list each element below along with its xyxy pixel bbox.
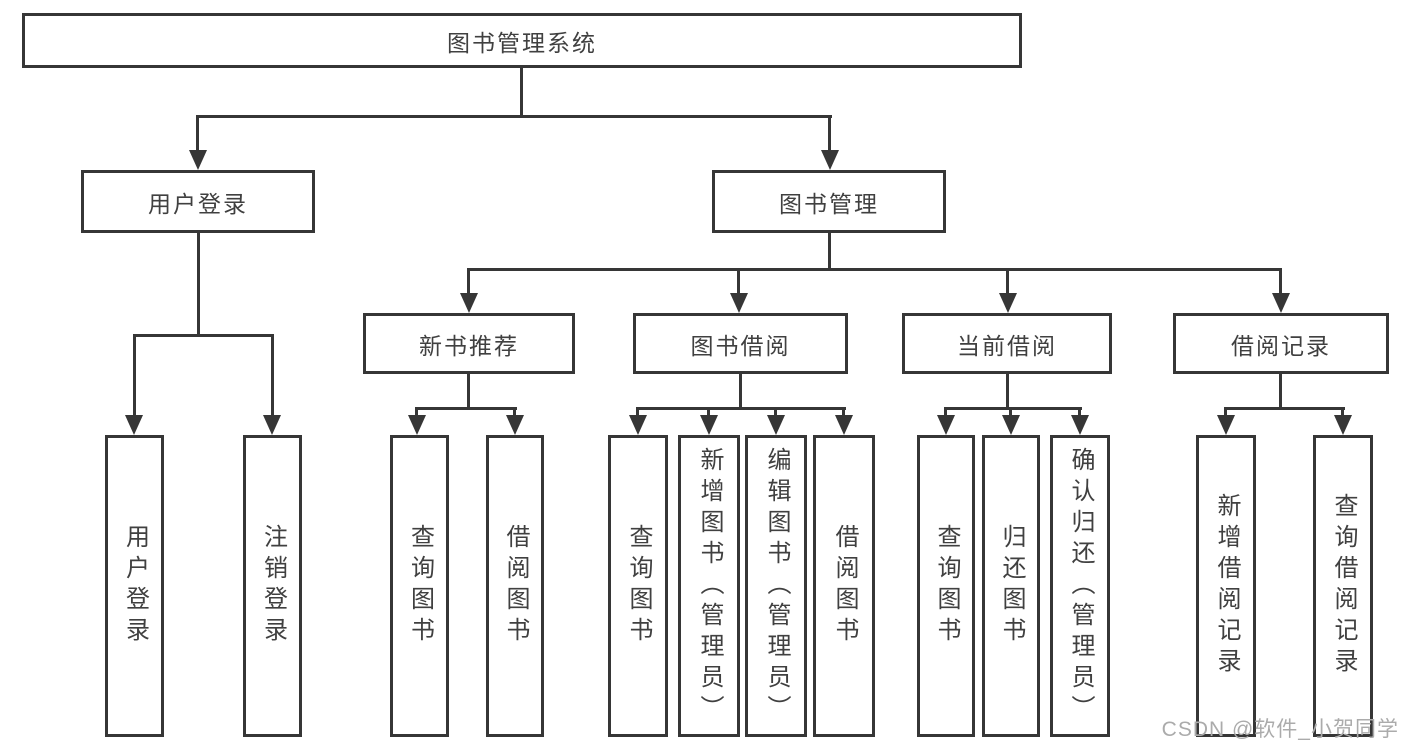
- connector: [520, 68, 523, 118]
- connector: [271, 334, 274, 417]
- connector: [774, 407, 777, 418]
- node-label: 当前借阅: [957, 332, 1057, 359]
- node-bb-edit-book-admin: 编辑图书（管理员）: [745, 435, 807, 737]
- connector: [1006, 374, 1009, 410]
- connector: [737, 268, 740, 295]
- node-label: 查询借阅记录: [1330, 493, 1357, 679]
- arrowhead: [821, 150, 839, 170]
- node-bb-borrow-book: 借阅图书: [813, 435, 875, 737]
- connector: [1224, 407, 1345, 410]
- node-label: 图书管理系统: [447, 29, 597, 56]
- arrowhead: [125, 415, 143, 435]
- node-label: 归还图书: [998, 524, 1025, 648]
- node-label: 图书管理: [779, 190, 879, 217]
- connector: [1341, 407, 1344, 418]
- node-label: 新增图书（管理员）: [696, 446, 723, 726]
- node-label: 新增借阅记录: [1213, 493, 1240, 679]
- node-root-system: 图书管理系统: [22, 13, 1022, 68]
- node-nbr-query-book: 查询图书: [390, 435, 449, 737]
- node-book-borrow: 图书借阅: [633, 313, 848, 374]
- node-label: 查询图书: [625, 524, 652, 648]
- node-label: 注销登录: [259, 524, 287, 648]
- arrowhead: [1334, 415, 1352, 435]
- node-book-management: 图书管理: [712, 170, 946, 233]
- node-user-login-group: 用户登录: [81, 170, 315, 233]
- node-bb-query-book: 查询图书: [608, 435, 668, 737]
- arrowhead: [629, 415, 647, 435]
- arrowhead: [1071, 415, 1089, 435]
- connector: [1279, 268, 1282, 295]
- node-new-book-recommend: 新书推荐: [363, 313, 575, 374]
- arrowhead: [767, 415, 785, 435]
- node-label: 用户登录: [121, 524, 149, 648]
- connector: [842, 407, 845, 418]
- node-label: 用户登录: [148, 190, 248, 217]
- connector: [944, 407, 947, 418]
- connector: [467, 268, 1282, 271]
- node-label: 编辑图书（管理员）: [763, 446, 790, 726]
- arrowhead: [999, 293, 1017, 313]
- arrowhead: [460, 293, 478, 313]
- node-logout: 注销登录: [243, 435, 302, 737]
- connector: [636, 407, 639, 418]
- csdn-watermark: CSDN @软件_小贺同学: [1161, 718, 1399, 741]
- connector: [197, 233, 200, 337]
- node-cb-return-book: 归还图书: [982, 435, 1040, 737]
- connector: [828, 115, 831, 152]
- connector: [1279, 374, 1282, 410]
- connector: [944, 407, 1082, 410]
- node-current-borrow: 当前借阅: [902, 313, 1112, 374]
- node-br-add-record: 新增借阅记录: [1196, 435, 1256, 737]
- arrowhead: [506, 415, 524, 435]
- node-label: 确认归还（管理员）: [1067, 446, 1094, 726]
- connector: [1009, 407, 1012, 418]
- connector: [739, 374, 742, 410]
- node-label: 查询图书: [406, 524, 434, 648]
- arrowhead: [263, 415, 281, 435]
- node-br-query-record: 查询借阅记录: [1313, 435, 1373, 737]
- connector: [513, 407, 516, 418]
- connector: [467, 268, 470, 295]
- arrowhead: [700, 415, 718, 435]
- node-label: 借阅记录: [1231, 332, 1331, 359]
- node-bb-add-book-admin: 新增图书（管理员）: [678, 435, 740, 737]
- arrowhead: [1272, 293, 1290, 313]
- node-user-login: 用户登录: [105, 435, 164, 737]
- arrowhead: [189, 150, 207, 170]
- connector: [1224, 407, 1227, 418]
- node-label: 新书推荐: [419, 332, 519, 359]
- arrowhead: [1217, 415, 1235, 435]
- node-cb-confirm-return-admin: 确认归还（管理员）: [1050, 435, 1110, 737]
- connector: [1078, 407, 1081, 418]
- connector: [415, 407, 517, 410]
- arrowhead: [835, 415, 853, 435]
- connector: [636, 407, 846, 410]
- arrowhead: [408, 415, 426, 435]
- arrowhead: [730, 293, 748, 313]
- node-label: 图书借阅: [690, 332, 791, 359]
- node-borrow-records: 借阅记录: [1173, 313, 1389, 374]
- connector: [133, 334, 136, 417]
- node-nbr-borrow-book: 借阅图书: [486, 435, 544, 737]
- arrowhead: [937, 415, 955, 435]
- connector: [467, 374, 470, 410]
- connector: [828, 233, 831, 271]
- node-label: 借阅图书: [831, 524, 858, 648]
- connector: [415, 407, 418, 418]
- node-label: 借阅图书: [502, 524, 529, 648]
- connector: [1006, 268, 1009, 295]
- connector: [707, 407, 710, 418]
- node-cb-query-book: 查询图书: [917, 435, 975, 737]
- node-label: 查询图书: [933, 524, 960, 648]
- connector: [196, 115, 832, 118]
- arrowhead: [1002, 415, 1020, 435]
- connector: [196, 115, 199, 152]
- connector: [133, 334, 274, 337]
